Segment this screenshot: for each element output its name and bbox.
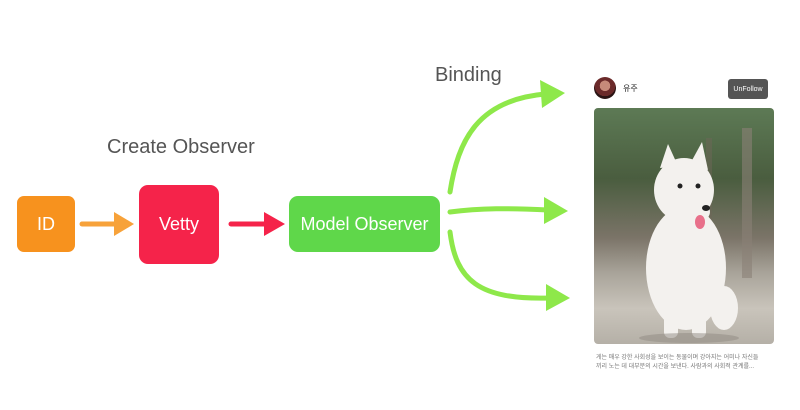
post-caption: 게는 매우 강한 사회성을 보이는 동물이며 강아지는 어미나 자신들 끼리 노… bbox=[596, 354, 776, 372]
id-node: ID bbox=[17, 196, 75, 252]
arrow-binding-top bbox=[447, 80, 565, 195]
caption-line-2: 끼리 노는 데 대부분의 시간을 보낸다. 사람과의 사회적 관계를... bbox=[596, 364, 755, 370]
user-name[interactable]: 유주 bbox=[623, 84, 638, 93]
id-node-label: ID bbox=[37, 213, 55, 234]
arrow-binding-middle bbox=[447, 197, 568, 224]
arrow-binding-bottom bbox=[447, 229, 570, 311]
model-observer-node: Model Observer bbox=[289, 196, 440, 252]
arrow-vetty-to-model bbox=[228, 212, 285, 236]
avatar[interactable] bbox=[594, 77, 616, 99]
binding-label: Binding bbox=[435, 64, 502, 86]
model-observer-node-label: Model Observer bbox=[300, 213, 429, 234]
create-observer-label: Create Observer bbox=[107, 136, 255, 158]
dog-illustration bbox=[639, 128, 752, 343]
feed-card: 유주 UnFollow 게는 매우 강 bbox=[594, 74, 778, 384]
vetty-node: Vetty bbox=[139, 185, 219, 264]
arrow-id-to-vetty bbox=[79, 212, 134, 236]
unfollow-button[interactable]: UnFollow bbox=[728, 79, 768, 99]
dog-photo bbox=[594, 108, 774, 344]
vetty-node-label: Vetty bbox=[158, 214, 200, 234]
caption-line-1: 게는 매우 강한 사회성을 보이는 동물이며 강아지는 어미나 자신들 bbox=[596, 355, 759, 361]
